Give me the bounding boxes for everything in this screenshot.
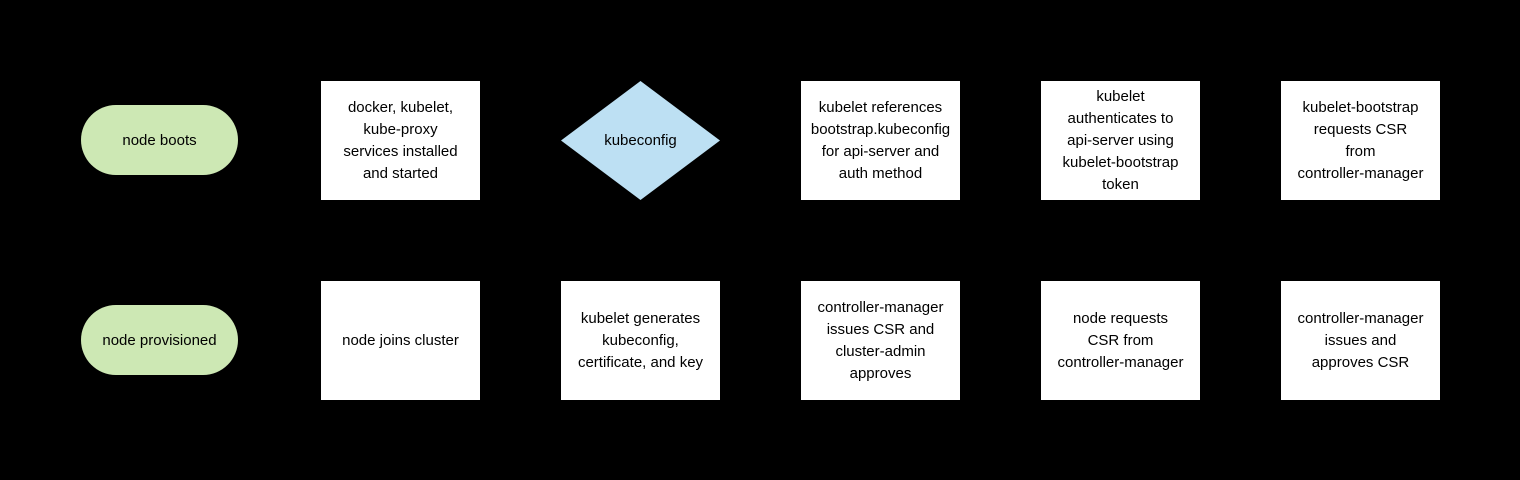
kubelet-references-bootstrap-box[interactable]: kubelet references bootstrap.kubeconfig … <box>801 81 960 200</box>
kubelet-authenticates-box[interactable]: kubelet authenticates to api-server usin… <box>1041 81 1200 200</box>
node-joins-cluster-box[interactable]: node joins cluster <box>321 281 480 400</box>
controller-manager-issues-approves-box[interactable]: controller-manager issues and approves C… <box>1281 281 1440 400</box>
kubeconfig-label: kubeconfig <box>604 132 677 149</box>
kubelet-authenticates-label: kubelet authenticates to api-server usin… <box>1062 87 1179 193</box>
node-boots-terminator[interactable]: node boots <box>81 105 238 175</box>
node-provisioned-label: node provisioned <box>102 331 217 349</box>
kubelet-references-bootstrap-label: kubelet references bootstrap.kubeconfig … <box>810 98 951 182</box>
node-provisioned-terminator[interactable]: node provisioned <box>81 305 238 375</box>
services-installed-label: docker, kubelet, kube-proxy services ins… <box>343 98 458 182</box>
kubelet-generates-kubeconfig-label: kubelet generates kubeconfig, certificat… <box>577 309 704 371</box>
node-requests-csr-box[interactable]: node requests CSR from controller-manage… <box>1041 281 1200 400</box>
services-installed-box[interactable]: docker, kubelet, kube-proxy services ins… <box>321 81 480 200</box>
kubeconfig-decision[interactable]: kubeconfig <box>561 81 720 200</box>
controller-manager-issues-approves-label: controller-manager issues and approves C… <box>1297 309 1424 371</box>
controller-manager-issues-csr-box[interactable]: controller-manager issues CSR and cluste… <box>801 281 960 400</box>
controller-manager-issues-csr-label: controller-manager issues CSR and cluste… <box>817 298 944 382</box>
diamond-icon <box>561 81 720 200</box>
kubelet-generates-kubeconfig-box[interactable]: kubelet generates kubeconfig, certificat… <box>561 281 720 400</box>
node-joins-cluster-label: node joins cluster <box>342 331 459 349</box>
kubelet-bootstrap-requests-csr-label: kubelet-bootstrap requests CSR from cont… <box>1297 98 1424 182</box>
node-boots-label: node boots <box>122 131 197 149</box>
node-requests-csr-label: node requests CSR from controller-manage… <box>1057 309 1184 371</box>
kubelet-bootstrap-requests-csr-box[interactable]: kubelet-bootstrap requests CSR from cont… <box>1281 81 1440 200</box>
